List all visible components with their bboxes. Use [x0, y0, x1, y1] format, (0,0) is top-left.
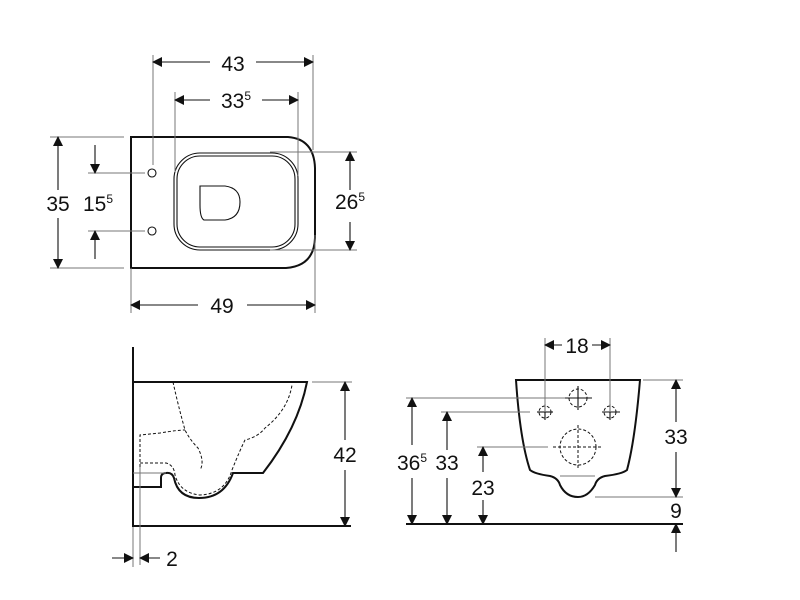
- top-view: 43 335 35 155 265 49: [46, 53, 365, 318]
- dim-height-fixing: 33: [435, 452, 458, 475]
- seat-inner-outline: [176, 155, 296, 248]
- dim-body-height: 33: [664, 426, 687, 449]
- dim-wall-gap: 2: [166, 548, 178, 571]
- bowl-outline-top: [130, 136, 316, 269]
- dim-fixing-spacing: 18: [565, 335, 588, 358]
- side-view: 42 2: [112, 347, 357, 571]
- dim-height-outlet: 23: [471, 477, 494, 500]
- bowl-outline-side: [133, 381, 309, 500]
- dim-seat-depth: 265: [335, 190, 365, 214]
- bowl-opening: [199, 185, 241, 221]
- dim-height-upper: 365: [397, 451, 427, 475]
- dim-height: 42: [333, 444, 356, 467]
- front-view: 18 365 33 23 33 9: [397, 335, 688, 552]
- dim-fixing-distance: 155: [83, 192, 113, 216]
- fixing-hole-icon: [147, 226, 157, 236]
- bowl-outline-front: [514, 379, 642, 499]
- dim-width-outer: 43: [221, 53, 244, 76]
- dim-width-inner: 335: [221, 89, 251, 113]
- dim-bottom-clearance: 9: [670, 500, 682, 523]
- dim-length: 49: [210, 295, 233, 318]
- seat-outline: [173, 152, 299, 251]
- fixing-hole-icon: [147, 168, 157, 178]
- dim-depth: 35: [46, 193, 69, 216]
